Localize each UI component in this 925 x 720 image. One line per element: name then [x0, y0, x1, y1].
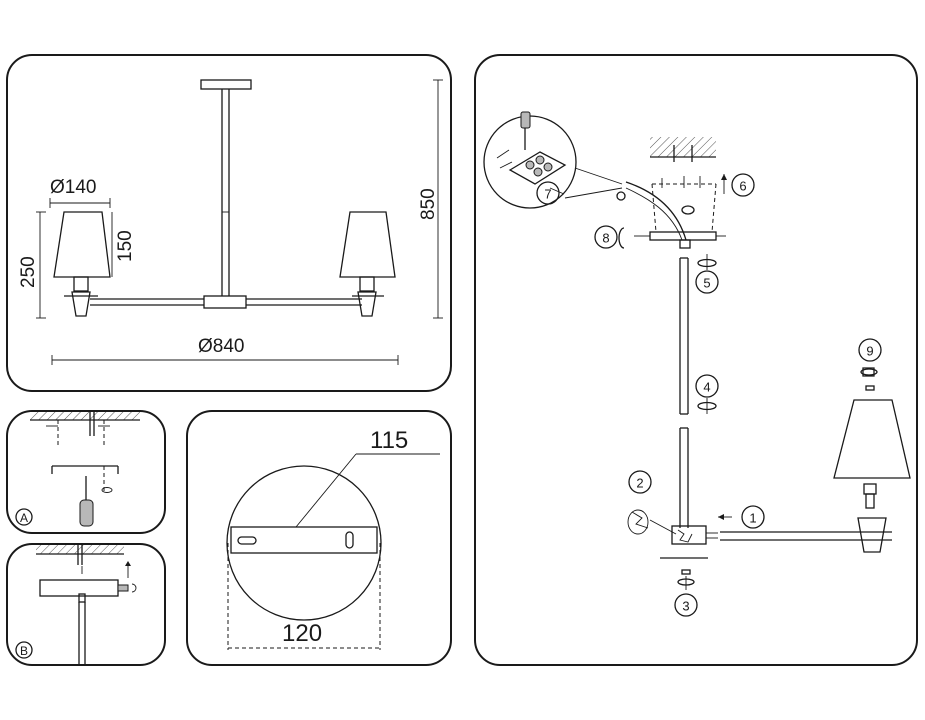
arm-height-label: 250: [18, 256, 39, 288]
assembly-diagram: 1 2 3 4 5 6 7 8 9: [483, 111, 911, 617]
wire-icon: [625, 181, 687, 241]
panel-b-badge: [15, 641, 33, 659]
step-badges: 1 2 3 4 5 6 7 8 9: [536, 173, 882, 617]
ceiling-canopy: [200, 79, 252, 90]
center-hub: [203, 295, 247, 309]
total-height-label: 850: [418, 188, 439, 220]
shade-ring-icon: [860, 368, 878, 376]
step-1-badge: [741, 505, 765, 529]
step-3-badge: [674, 593, 698, 617]
svg-text:9: 9: [866, 344, 873, 359]
step-7-badge: [536, 181, 560, 205]
svg-text:B: B: [20, 644, 28, 658]
chandelier-dimension-drawing: Ø140 150 250 850 Ø840: [18, 79, 443, 365]
step-2-badge: [628, 470, 652, 494]
step-6-badge: [731, 173, 755, 197]
step-4-badge: [695, 374, 719, 398]
canopy-mounting-plate-detail: 115 120: [226, 427, 440, 650]
left-lamp-shade: [53, 211, 111, 278]
terminal-block-icon: [508, 151, 567, 185]
svg-text:5: 5: [703, 276, 710, 291]
svg-text:3: 3: [682, 599, 689, 614]
svg-text:4: 4: [703, 380, 710, 395]
step-9-badge: [858, 338, 882, 362]
center-hub: [671, 525, 707, 545]
screw-icon: [117, 584, 129, 592]
ground-icon: [616, 191, 626, 201]
step-5-badge: [695, 270, 719, 294]
mounting-b-panel: [6, 543, 166, 666]
canopy-detail-panel: [186, 410, 452, 666]
shade-height-label: 150: [115, 230, 136, 262]
mounting-plate: [649, 231, 717, 241]
svg-text:6: 6: [739, 179, 746, 194]
wire-connector-icon: [631, 511, 649, 529]
canopy-width-label: 120: [282, 620, 322, 647]
svg-text:7: 7: [544, 187, 551, 202]
mounting-a-panel: [6, 410, 166, 534]
svg-text:2: 2: [636, 476, 643, 491]
mounting-step-b: B: [15, 545, 137, 666]
panel-a-badge: [15, 508, 33, 526]
svg-text:A: A: [20, 511, 28, 525]
ceiling-section: [650, 137, 716, 157]
shade-diameter-label: Ø140: [50, 177, 96, 198]
mounting-bar: [230, 526, 378, 554]
canopy-circle: [226, 465, 382, 621]
svg-text:8: 8: [602, 231, 609, 246]
right-lamp-shade: [339, 211, 396, 278]
mounting-step-a: A: [15, 412, 140, 527]
svg-text:1: 1: [749, 511, 756, 526]
lamp-shade: [833, 399, 911, 479]
span-diameter-label: Ø840: [198, 336, 244, 357]
lamp-socket-cup: [857, 517, 887, 553]
canopy-depth-label: 115: [370, 427, 408, 454]
step-8-badge: [594, 225, 618, 249]
